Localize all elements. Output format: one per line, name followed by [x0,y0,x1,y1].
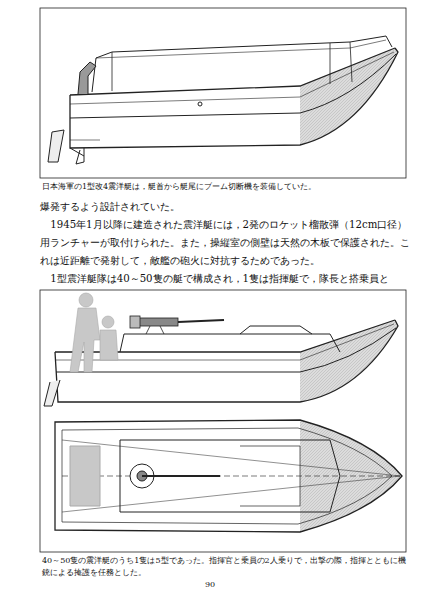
figure-frame [40,290,406,552]
chine-line [56,328,396,372]
bow-shading [300,320,398,402]
sheer-line [70,48,395,95]
figure-frame [40,8,406,178]
centerline [62,476,400,477]
gun-barrel [142,475,220,477]
crew-figure-plan [70,446,100,506]
cockpit-plan [240,446,300,506]
machine-gun [130,316,224,334]
hull-outline [55,320,398,402]
body-text: 爆発するよう設計されていた。 [40,198,410,216]
hull-outline [70,48,398,148]
rub-rail [56,324,394,360]
boom-cutter [78,62,96,94]
bow-shading [300,48,398,145]
figure-caption: 日本海軍の1型改4震洋艇は，艇首から艇尾にブーム切断機を装備していた。 [42,181,412,193]
rudder [44,380,60,406]
sight-lines [62,440,400,512]
fitting [198,102,202,106]
rudder [48,130,64,162]
canopy-rail [96,40,386,58]
body-text: 1945年1月以降に建造された震洋艇には，2発のロケット榴散弾（12cm口径）用… [40,216,410,270]
plan-outline [55,420,402,532]
cockpit-screen [240,326,312,334]
page-number: 90 [205,579,235,590]
chine-line [70,54,396,118]
deck-house [120,334,340,352]
propeller [70,148,84,164]
shaft [70,140,100,141]
canopy-frame [92,36,392,92]
rub-rail [70,52,394,104]
figure-caption: 40～50隻の震洋艇のうち1隻は5型であった。指揮官と乗員の2人乗りで，出撃の際… [42,555,410,578]
crew-figure [70,293,118,372]
body-text: 1型震洋艇隊は40～50隻の艇で構成され，1隻は指揮艇で，隊長と搭乗員と [40,270,410,288]
